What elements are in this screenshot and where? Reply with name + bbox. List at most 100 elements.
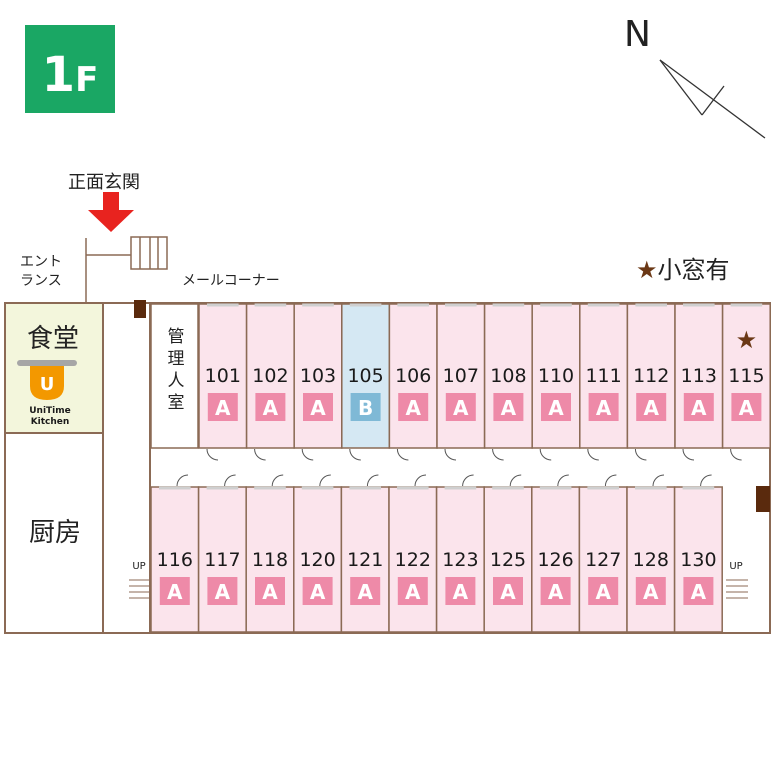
door-swing [604, 474, 617, 487]
door-swing [396, 448, 409, 461]
small-window-star-icon: ★ [736, 326, 758, 354]
room-fill [197, 486, 247, 633]
entrance-arrow-icon [88, 192, 134, 232]
room-number: 120 [299, 549, 335, 571]
door-swing [176, 474, 189, 487]
rooms-north-row: 101A102A103A105B106A107A108A110A111A112A… [198, 303, 771, 449]
floor-number: 1 [41, 47, 76, 103]
room-number: 116 [157, 549, 193, 571]
room-number: 113 [681, 365, 717, 387]
room-type-label: A [215, 396, 231, 420]
room-fill [388, 486, 438, 633]
room-number: 106 [395, 365, 431, 387]
room-fill [245, 303, 295, 449]
room-fill [435, 486, 485, 633]
room-number: 127 [585, 549, 621, 571]
room-type-label: A [501, 396, 517, 420]
room-number: 111 [585, 365, 621, 387]
room-type-badge [588, 393, 619, 421]
room-number: 107 [443, 365, 479, 387]
room-type-label: A [643, 396, 659, 420]
room-type-label: A [310, 396, 326, 420]
room-number: 103 [300, 365, 336, 387]
room-type-label: A [215, 580, 231, 604]
door-swing [444, 448, 457, 461]
room-type-badge [541, 393, 571, 421]
logo-letter: U [40, 374, 55, 395]
building-outline [4, 302, 771, 634]
room-type-badge [445, 393, 476, 421]
stairs-up-east: UP [729, 561, 742, 572]
door-swing [700, 474, 712, 487]
room-type-badge [207, 393, 238, 421]
room-type-badge [493, 577, 523, 605]
room-type-label: A [405, 396, 421, 420]
room-number: 102 [252, 365, 288, 387]
room-type-badge [207, 577, 238, 605]
room-number: 112 [633, 365, 669, 387]
mail-corner-label: メールコーナー [182, 273, 280, 289]
room-type-label: A [596, 396, 612, 420]
room-type-label: B [358, 396, 373, 420]
door-swing [492, 448, 504, 461]
room-type-badge [398, 393, 429, 421]
kitchen-logo-icon [17, 360, 77, 400]
entrance-label: 正面玄関 [68, 172, 140, 193]
floor-badge: 1 F [25, 25, 115, 113]
mail-box [134, 300, 146, 318]
room-fill [245, 486, 295, 633]
room-fill [293, 486, 343, 633]
door-swing [366, 474, 379, 487]
room-type-label: A [167, 580, 183, 604]
entrance-side-label-line1: エント [20, 254, 62, 270]
room-type-badge [588, 577, 619, 605]
stairs-west [129, 579, 150, 599]
door-swing [539, 448, 552, 461]
room-fill [341, 303, 391, 449]
legend-star-icon: ★ [636, 256, 658, 284]
door-swing [652, 474, 665, 487]
stairs-up-west: UP [132, 561, 145, 572]
room-type-label: A [739, 396, 755, 420]
door-swing [271, 474, 284, 487]
rooms-south-row: 116A117A118A120A121A122A123A125A126A127A… [150, 486, 723, 633]
office-room [150, 303, 199, 449]
room-fill [340, 486, 390, 633]
door-swing [319, 474, 331, 487]
room-type-badge [350, 393, 381, 421]
room-fill [483, 486, 533, 633]
room-type-label: A [500, 580, 516, 604]
door-swing [587, 448, 599, 461]
dining-label: 食堂 [27, 324, 79, 354]
room-number: 123 [442, 549, 478, 571]
door-swing [301, 448, 314, 461]
corridor-doors [176, 448, 742, 487]
room-type-badge [636, 393, 667, 421]
door-swing [509, 474, 522, 487]
